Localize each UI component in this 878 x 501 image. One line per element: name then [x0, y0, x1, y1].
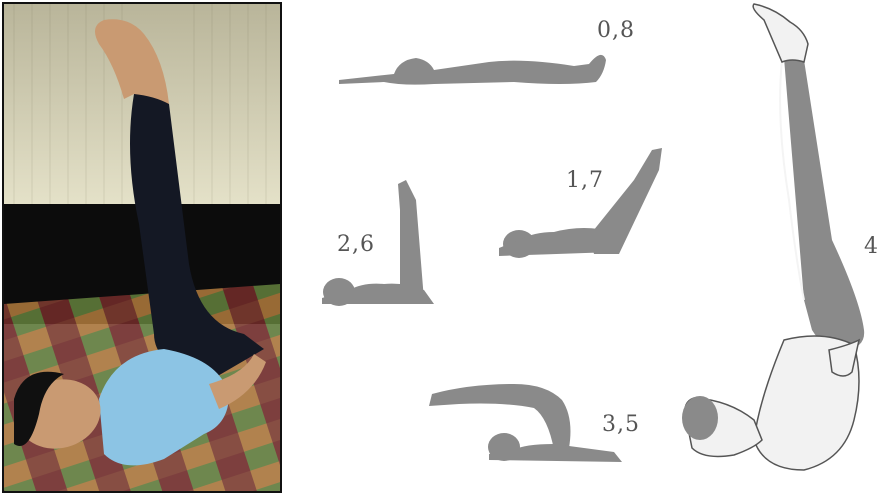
step-label-1-7: 1,7 [566, 168, 604, 193]
pose-drawing-4 [682, 4, 864, 470]
step-label-0-8: 0,8 [597, 18, 635, 43]
yoga-photo-illustration [4, 4, 280, 491]
step-label-3-5: 3,5 [602, 412, 640, 437]
pose-silhouette-1-7 [499, 148, 662, 258]
pose-silhouette-0-8 [339, 55, 606, 85]
step-label-2-6: 2,6 [337, 232, 375, 257]
pose-silhouette-3-5 [429, 384, 622, 462]
pose-sequence-diagram: 0,8 1,7 2,6 3,5 4 [284, 0, 878, 497]
yoga-photo [2, 2, 282, 493]
step-label-4: 4 [864, 234, 878, 259]
